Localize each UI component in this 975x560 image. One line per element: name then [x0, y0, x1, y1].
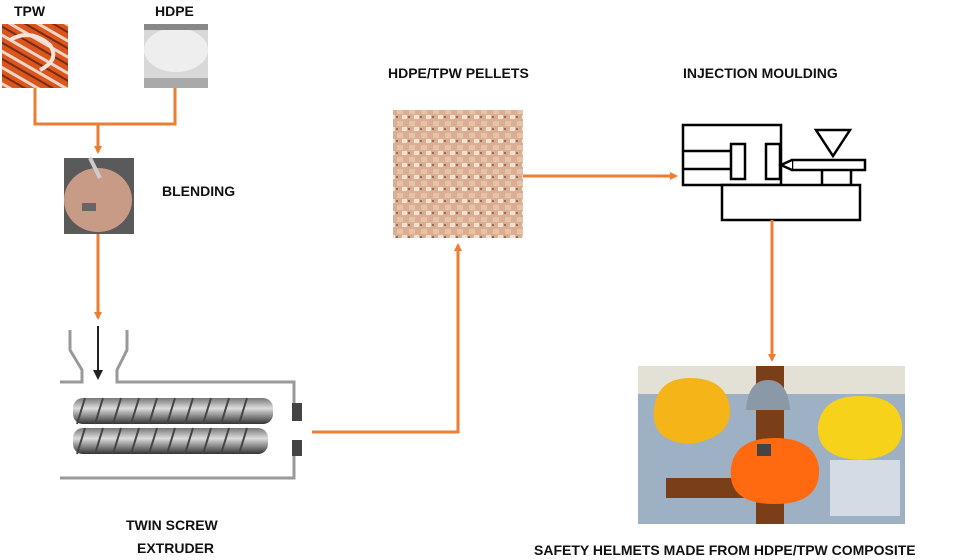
extruder-label-line2: EXTRUDER [137, 540, 214, 556]
helmets-image [638, 366, 905, 524]
blending-image [64, 157, 134, 234]
arrow-tpw-to-merge [33, 88, 177, 126]
helmets-label: SAFETY HELMETS MADE FROM HDPE/TPW COMPOS… [534, 542, 916, 558]
pellets-image [393, 110, 523, 238]
extruder-image [60, 326, 302, 480]
hdpe-image [144, 24, 208, 88]
tpw-label: TPW [14, 3, 46, 19]
pellets-label: HDPE/TPW PELLETS [388, 65, 529, 81]
injection-machine-image [681, 123, 867, 222]
injection-label: INJECTION MOULDING [683, 65, 838, 81]
extruder-label-line1: TWIN SCREW [126, 517, 219, 533]
blending-label: BLENDING [162, 183, 235, 199]
arrow-extruder-to-pellets [312, 243, 462, 434]
hdpe-label: HDPE [155, 3, 194, 19]
tpw-image [2, 24, 68, 88]
